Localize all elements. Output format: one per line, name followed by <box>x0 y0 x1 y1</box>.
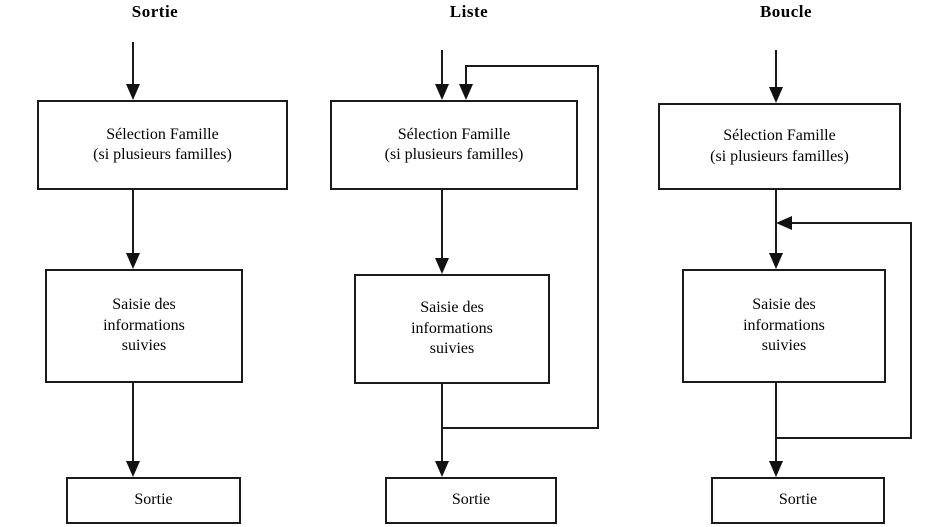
boucle-node-selection-famille[interactable]: Sélection Famille (si plusieurs familles… <box>658 103 901 190</box>
node-label: Saisie des informations suivies <box>411 299 493 358</box>
liste-edge-selection-to-saisie <box>435 190 449 274</box>
node-label: Saisie des informations suivies <box>743 296 825 355</box>
boucle-node-sortie[interactable]: Sortie <box>711 477 885 524</box>
arrowhead-down-icon <box>769 253 783 269</box>
arrowhead-down-icon <box>126 84 140 100</box>
sortie-node-saisie-informations[interactable]: Saisie des informations suivies <box>45 269 243 383</box>
liste-node-sortie[interactable]: Sortie <box>385 477 557 524</box>
boucle-edge-selection-to-saisie <box>769 190 783 269</box>
arrowhead-down-icon <box>435 258 449 274</box>
node-label: Sélection Famille (si plusieurs familles… <box>384 125 524 163</box>
node-label: Sélection Famille (si plusieurs familles… <box>710 127 849 165</box>
boucle-node-saisie-informations[interactable]: Saisie des informations suivies <box>682 269 886 383</box>
column-title-boucle: Boucle <box>759 2 813 21</box>
node-label: Sortie <box>134 491 173 509</box>
node-label: Sortie <box>778 491 818 509</box>
arrowhead-down-icon <box>769 87 783 103</box>
liste-edge-start-to-selection <box>435 50 449 100</box>
arrowhead-down-icon <box>769 461 783 477</box>
arrowhead-down-icon <box>459 84 473 100</box>
arrowhead-left-icon <box>776 216 792 230</box>
arrowhead-down-icon <box>126 253 140 269</box>
arrowhead-down-icon <box>435 461 449 477</box>
sortie-edge-start-to-selection <box>126 42 140 100</box>
sortie-node-sortie[interactable]: Sortie <box>66 477 241 524</box>
liste-node-saisie-informations[interactable]: Saisie des informations suivies <box>354 274 550 384</box>
sortie-node-selection-famille[interactable]: Sélection Famille (si plusieurs familles… <box>37 100 288 190</box>
arrowhead-down-icon <box>435 84 449 100</box>
sortie-edge-saisie-to-sortie <box>126 383 140 477</box>
column-title-sortie: Sortie <box>131 2 179 21</box>
sortie-edge-selection-to-saisie <box>126 190 140 269</box>
column-title-liste: Liste <box>449 2 489 21</box>
boucle-edge-saisie-to-sortie <box>769 383 783 477</box>
boucle-edge-start-to-selection <box>769 50 783 103</box>
node-label: Sélection Famille (si plusieurs familles… <box>93 125 232 163</box>
liste-node-selection-famille[interactable]: Sélection Famille (si plusieurs familles… <box>330 100 578 190</box>
liste-edge-saisie-to-sortie <box>435 384 449 477</box>
arrowhead-down-icon <box>126 461 140 477</box>
node-label: Saisie des informations suivies <box>103 296 185 355</box>
node-label: Sortie <box>451 491 491 509</box>
